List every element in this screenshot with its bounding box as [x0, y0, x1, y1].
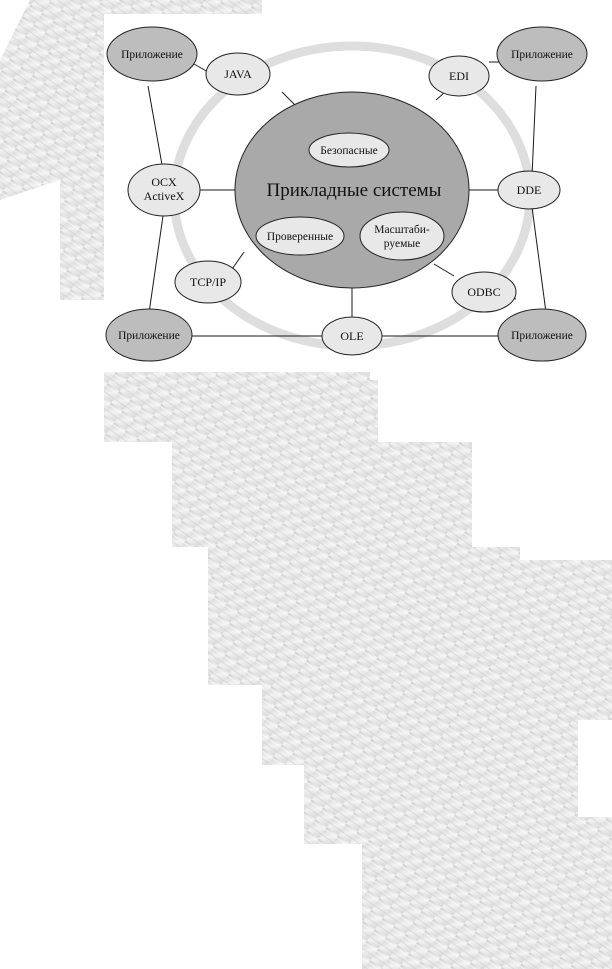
label-ole: OLE — [340, 329, 363, 343]
node-ocx — [127, 163, 201, 217]
sub-ellipse-secure — [308, 132, 390, 168]
sub-label-secure: Безопасные — [320, 145, 377, 157]
node-odbc — [451, 271, 517, 313]
label-edi: EDI — [449, 69, 469, 83]
node-java — [205, 52, 271, 96]
node-ole — [321, 316, 383, 356]
label-java: JAVA — [224, 67, 252, 81]
sub-label-scalable-line2: руемые — [384, 238, 420, 250]
label-app-top-right: Приложение — [511, 49, 573, 61]
app-bottom-right — [497, 308, 587, 362]
label-app-bottom-left: Приложение — [118, 330, 180, 342]
sub-label-scalable-line1: Масштаби- — [374, 224, 430, 236]
sub-ellipse-scalable — [359, 211, 445, 261]
node-tcpip — [174, 260, 242, 304]
label-odbc: ODBC — [467, 285, 500, 299]
label-app-top-left: Приложение — [121, 49, 183, 61]
label-app-bottom-right: Приложение — [511, 330, 573, 342]
node-edi — [428, 55, 490, 97]
label-ocx-line2: ActiveX — [144, 189, 185, 203]
app-top-left — [106, 26, 198, 82]
diagram-card: Прикладные системы Безопасные Проверенны… — [104, 14, 592, 372]
label-dde: DDE — [517, 183, 542, 197]
center-title: Прикладные системы — [267, 180, 442, 201]
label-tcpip: TCP/IP — [190, 275, 226, 289]
sub-ellipse-verified — [255, 216, 345, 256]
app-bottom-left — [105, 308, 193, 362]
sub-label-verified: Проверенные — [267, 231, 333, 243]
application-systems-diagram: Прикладные системы Безопасные Проверенны… — [105, 26, 588, 362]
node-dde — [497, 170, 561, 210]
label-ocx-line1: OCX — [151, 175, 177, 189]
app-top-right — [496, 26, 588, 82]
